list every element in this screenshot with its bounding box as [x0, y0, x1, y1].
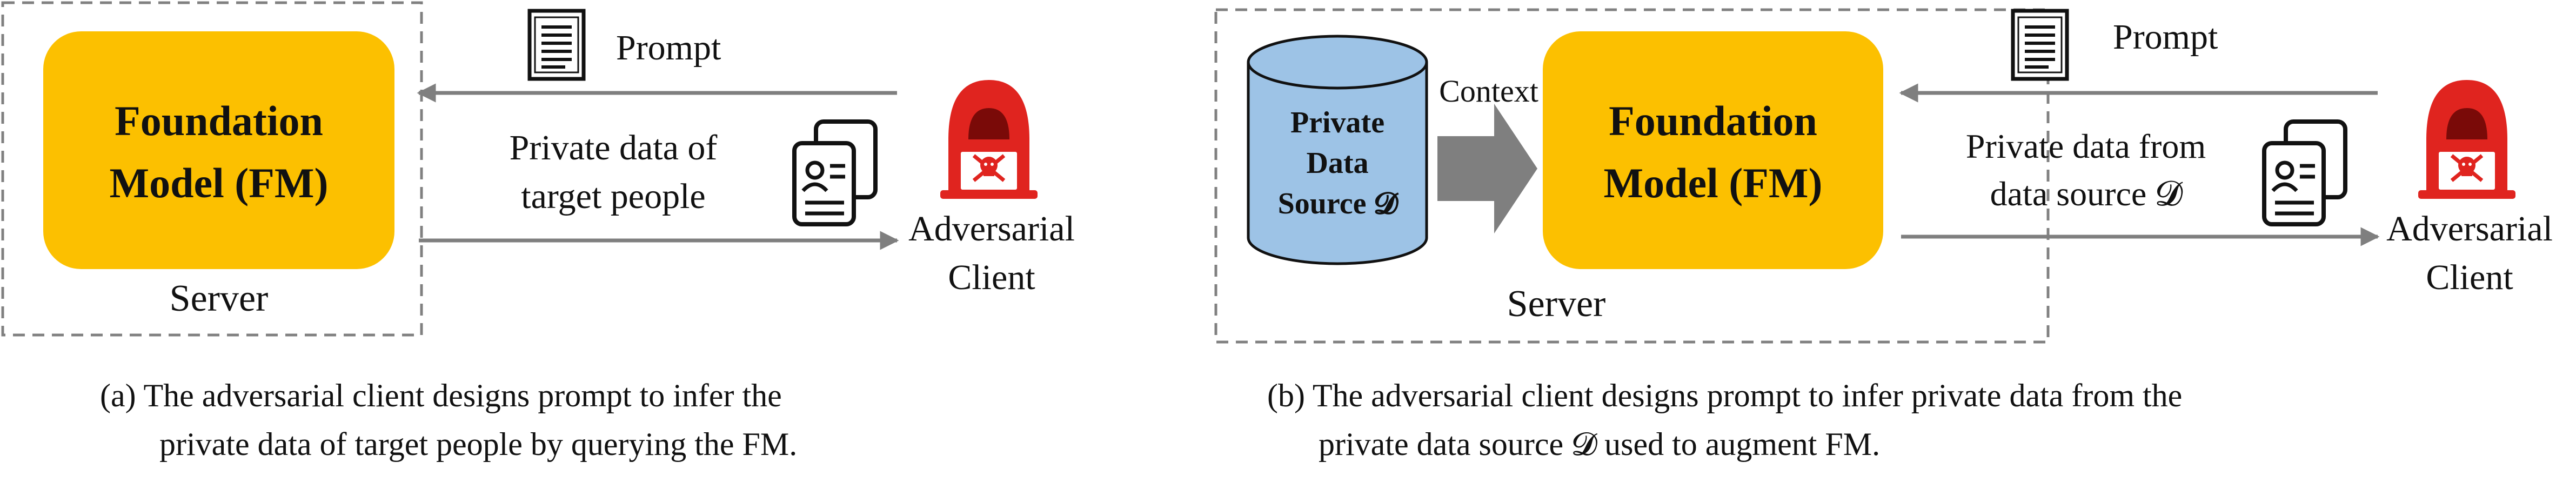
document-icon: [2013, 11, 2067, 79]
hacker-icon: [940, 80, 1038, 199]
foundation-model-box-b: [1543, 31, 1883, 269]
server-box-b: [1214, 8, 2050, 344]
contact-cards-icon: [794, 122, 875, 224]
contact-cards-icon: [2264, 122, 2345, 224]
client-label-line1-b: Adversarial: [2386, 209, 2553, 249]
context-label: Context: [1439, 73, 1538, 109]
caption-line2-a: private data of target people by queryin…: [159, 426, 797, 462]
database-icon: [1247, 35, 1428, 265]
document-icon: [530, 11, 584, 79]
client-label-line2-a: Client: [948, 258, 1035, 297]
private-data-label-line2-b: data source 𝓓: [1990, 175, 2184, 213]
caption-line1-b: (b) The adversarial client designs promp…: [1267, 378, 2182, 413]
db-label-line1: Private: [1290, 106, 1384, 139]
panel-b: Private Data Source 𝓓 Context Foundation…: [1214, 8, 2553, 462]
caption-line1-a: (a) The adversarial client designs promp…: [100, 378, 782, 413]
private-data-label-line1-b: Private data from: [1966, 127, 2206, 165]
hacker-icon: [2418, 80, 2515, 199]
client-label-line1-a: Adversarial: [908, 209, 1075, 249]
private-data-label-line1-a: Private data of: [510, 128, 718, 168]
prompt-label-b: Prompt: [2113, 17, 2218, 57]
fm-label-line1-a: Foundation: [115, 97, 323, 144]
foundation-model-box-a: [43, 31, 394, 269]
server-label-b: Server: [1507, 283, 1606, 325]
fm-label-line1-b: Foundation: [1609, 97, 1817, 144]
panel-a: Foundation Model (FM) Server Prompt Priv…: [1, 1, 1075, 462]
caption-line2-b: private data source 𝓓 used to augment FM…: [1319, 426, 1880, 462]
prompt-label-a: Prompt: [616, 28, 721, 68]
context-arrow: [1437, 104, 1537, 233]
private-data-label-line2-a: target people: [521, 177, 705, 216]
server-box-a: [1, 1, 423, 337]
db-label-line2: Data: [1306, 146, 1368, 180]
db-label-line3: Source 𝓓: [1278, 187, 1400, 220]
server-label-a: Server: [170, 278, 269, 319]
fm-label-line2-a: Model (FM): [109, 159, 328, 206]
client-label-line2-b: Client: [2426, 258, 2513, 297]
fm-label-line2-b: Model (FM): [1603, 159, 1822, 206]
